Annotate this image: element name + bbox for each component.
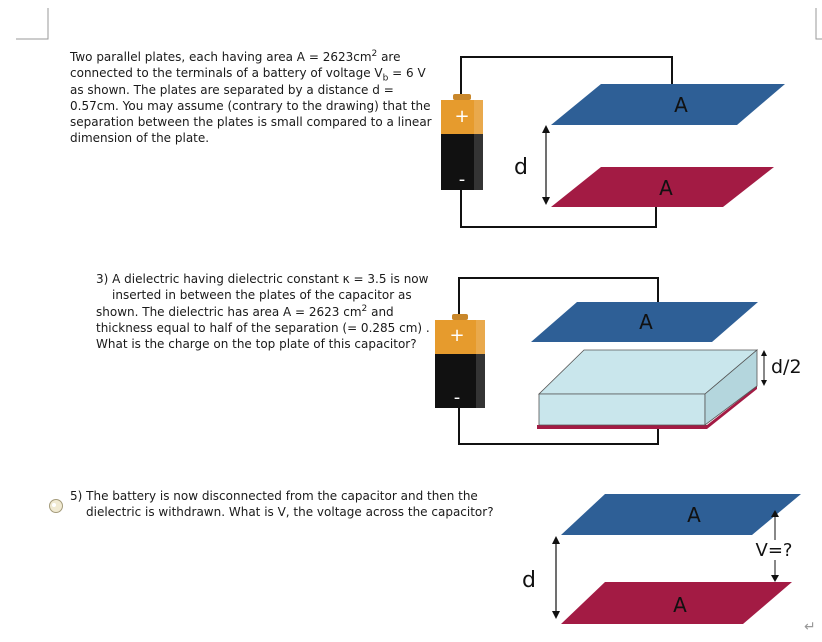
wire-top-2 [458, 277, 659, 319]
plate-label-top-2: A [639, 310, 653, 334]
battery-2: + - [435, 314, 485, 408]
wire-bottom-2 [458, 408, 659, 445]
bottom-plate-3 [561, 582, 792, 624]
battery-black-1 [441, 134, 483, 190]
d2-label: d/2 [771, 356, 802, 378]
plus-sign-1: + [454, 106, 469, 127]
plate-label-top-3: A [687, 503, 701, 527]
comment-balloon-icon[interactable] [48, 498, 64, 514]
intro-sup: 2 [371, 49, 378, 59]
q5-line2: dielectric is withdrawn. What is V, the … [86, 505, 494, 520]
top-plate-1 [551, 84, 785, 125]
battery-1: + - [441, 94, 483, 190]
plate-label-bottom-1: A [659, 176, 673, 200]
problem-intro: Two parallel plates, each having area A … [70, 49, 442, 147]
q3-line2: inserted in between the plates of the ca… [112, 288, 412, 303]
q3-line3b: and [367, 304, 394, 319]
plate-label-top-1: A [674, 93, 688, 117]
wire-bottom-1 [460, 190, 657, 228]
plus-sign-2: + [449, 325, 464, 346]
battery-black-2 [435, 354, 485, 408]
minus-sign-1: - [459, 169, 466, 190]
return-arrow-icon: ↵ [804, 619, 816, 635]
d-label-1: d [514, 155, 528, 180]
q3-line4: thickness equal to half of the separatio… [96, 320, 430, 335]
q3-line5: What is the charge on the top plate of t… [96, 337, 417, 352]
intro-text-b: are connected to the terminals of a batt… [70, 50, 401, 81]
minus-sign-2: - [454, 387, 461, 408]
q3-sup: 2 [361, 303, 368, 314]
intro-text-a: Two parallel plates, each having area A … [70, 50, 372, 64]
plate-label-bottom-3: A [673, 593, 687, 617]
q3-line3: shown. The dielectric has area A = 2623 … [96, 304, 446, 320]
q3-line1: 3) A dielectric having dielectric consta… [96, 272, 429, 286]
q3-line3a: shown. The dielectric has area A = 2623 … [96, 304, 362, 319]
question-5: 5) The battery is now disconnected from … [70, 488, 510, 521]
wire-top-1 [460, 56, 673, 100]
intro-text-c: = 6 V as shown. The plates are separated… [70, 66, 432, 146]
top-plate-2 [531, 302, 758, 342]
v-label: V=? [756, 540, 793, 561]
bottom-plate-1 [551, 167, 774, 207]
top-plate-3 [561, 494, 801, 535]
question-3: 3) A dielectric having dielectric consta… [96, 271, 446, 352]
battery-gold-2 [435, 320, 485, 354]
dielectric-side [704, 349, 758, 426]
intro-sub: b [382, 73, 389, 84]
q5-line1: 5) The battery is now disconnected from … [70, 489, 478, 503]
battery-gold-1 [441, 100, 483, 134]
d-label-3: d [522, 568, 536, 593]
